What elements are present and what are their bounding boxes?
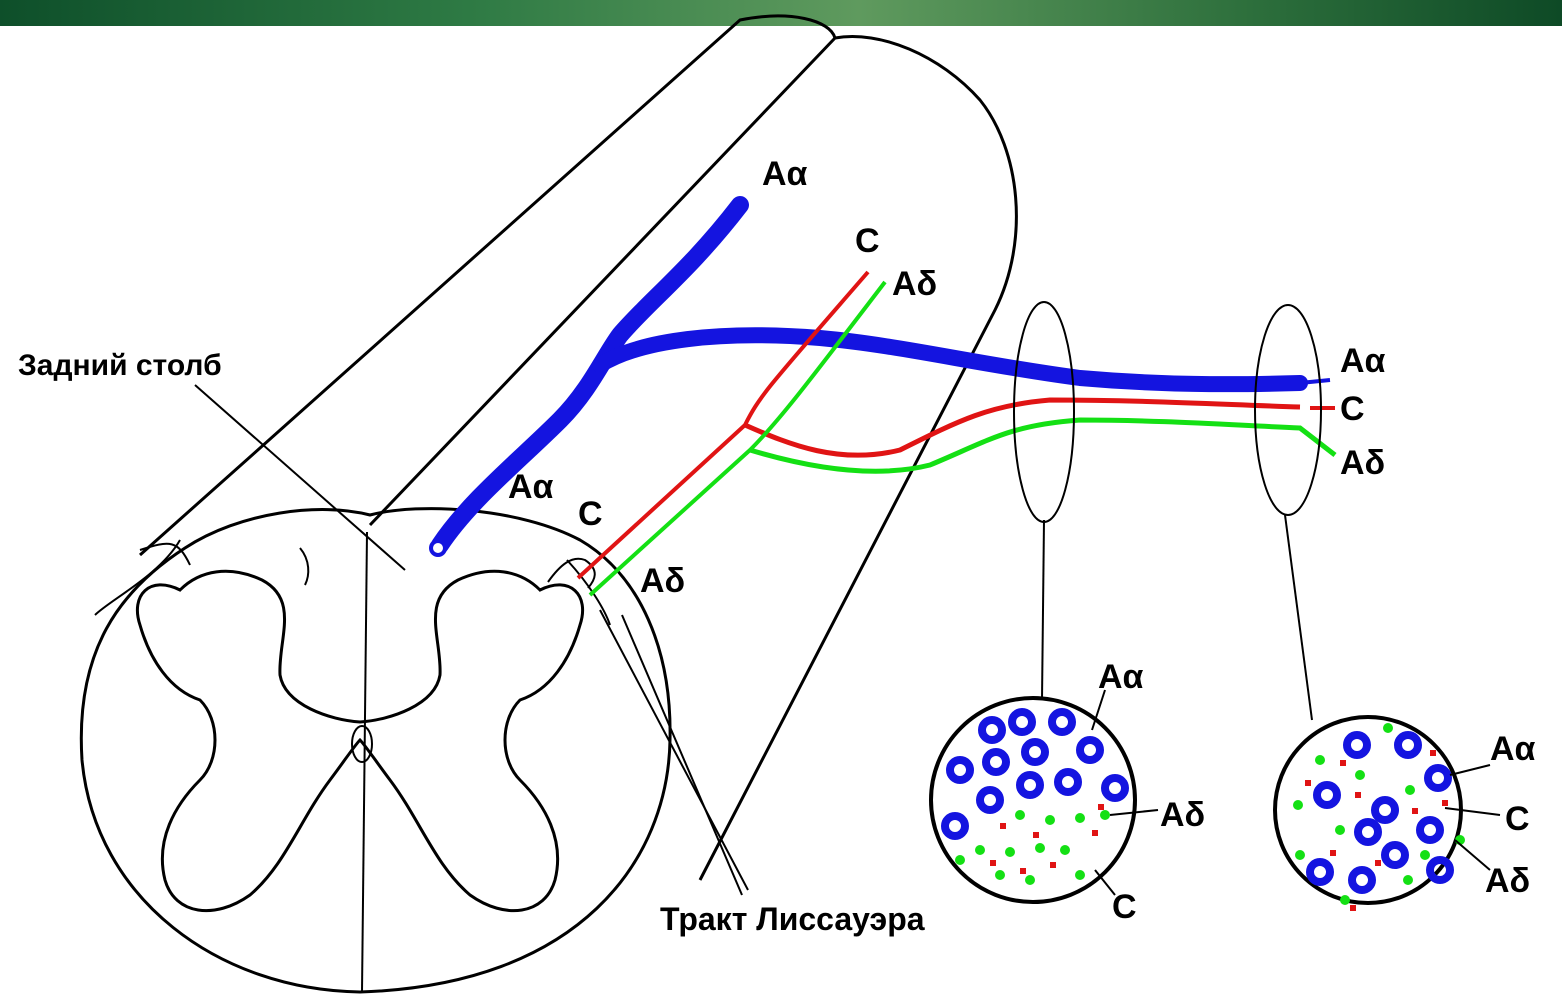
label-cs1-a-alpha: Aα — [1098, 658, 1144, 696]
cs2-a-alpha-pointer — [1450, 765, 1490, 775]
label-cs2-c: C — [1505, 800, 1530, 838]
label-c-root: C — [578, 495, 603, 533]
label-cs1-a-delta: Aδ — [1160, 796, 1205, 834]
nerve-fibers — [431, 205, 1335, 595]
label-a-delta-top: Aδ — [892, 265, 937, 303]
a-delta-fiber-main — [750, 420, 1335, 471]
label-a-delta-root: Aδ — [640, 562, 685, 600]
ring-1-connector — [1042, 520, 1044, 700]
c-fiber-branch — [578, 272, 868, 578]
a-alpha-fiber-main — [600, 335, 1300, 384]
label-cs2-a-alpha: Aα — [1490, 730, 1536, 768]
trakt-pointer-line — [600, 610, 748, 890]
label-trakt-lissauera: Тракт Лиссауэра — [660, 901, 925, 937]
label-a-delta-right: Aδ — [1340, 444, 1385, 482]
nerve-ring-1 — [1014, 302, 1074, 522]
label-a-alpha-top: Aα — [762, 155, 808, 193]
label-zadniy-stolb: Задний столб — [18, 349, 222, 382]
label-cs1-c: C — [1112, 888, 1137, 926]
label-c-right: C — [1340, 390, 1365, 428]
nerve-cross-section-2 — [1275, 717, 1465, 911]
label-a-alpha-root: Aα — [508, 468, 554, 506]
label-cs2-a-delta: Aδ — [1485, 862, 1530, 900]
a-alpha-fiber-branch — [440, 205, 740, 545]
label-c-top: C — [855, 222, 880, 260]
a-alpha-fiber-end — [431, 541, 445, 555]
nerve-cross-section-1 — [931, 698, 1135, 902]
ring-2-connector — [1285, 515, 1312, 720]
label-a-alpha-right: Aα — [1340, 342, 1386, 380]
